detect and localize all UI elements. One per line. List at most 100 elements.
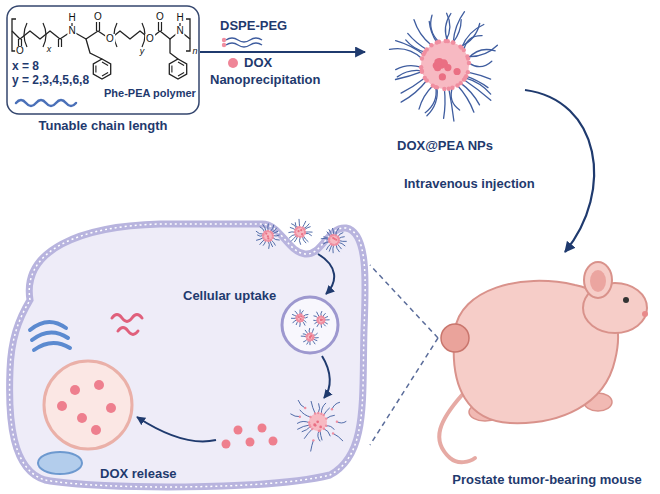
- lipid-head: [306, 338, 308, 340]
- peg-chain: [469, 61, 492, 66]
- benzyl-bond: [86, 39, 178, 59]
- nanoparticle: DOX@PEA NPs: [365, 2, 525, 164]
- lipid-head: [336, 420, 338, 422]
- pathway-arrows: [137, 254, 334, 441]
- arrow-connector: [200, 51, 365, 53]
- dox-dot: [70, 385, 80, 395]
- peg-chain: [337, 422, 346, 424]
- structure: [7, 6, 199, 114]
- micelle-core: [263, 231, 273, 241]
- edge-label: Nanoprecipitation: [208, 72, 323, 88]
- lipid-head: [304, 232, 306, 234]
- arrow-connector: [525, 90, 594, 252]
- lipid-head: [455, 83, 459, 87]
- peg-chain: [291, 414, 300, 417]
- lipid-head: [300, 314, 302, 316]
- peg-chain: [326, 426, 334, 430]
- peg-chain: [321, 238, 329, 239]
- lipid-head: [271, 233, 273, 235]
- phenyl-ring: [96, 62, 108, 76]
- lipid-head: [311, 339, 313, 341]
- peg-chain: [226, 38, 262, 42]
- nucleus: [44, 361, 132, 449]
- atom-label: O: [155, 12, 165, 22]
- micelle-core: [309, 413, 327, 431]
- lipid-head: [299, 236, 301, 238]
- endoplasmic-reticulum: [112, 315, 142, 335]
- peg-chain: [299, 219, 301, 227]
- peg-chain: [458, 86, 474, 113]
- parenthesis: [24, 23, 145, 47]
- lipid-head: [303, 228, 305, 230]
- peg-chain: [425, 87, 436, 113]
- dox-dot: [246, 438, 255, 447]
- peg-chain: [408, 33, 427, 49]
- atom-label: O: [105, 34, 115, 44]
- micelle-core: [295, 227, 305, 237]
- lipid-head: [322, 414, 324, 416]
- mouse: Prostate tumor-bearing mouse: [438, 252, 656, 490]
- lipid-head: [312, 334, 314, 336]
- peg-chain: [461, 83, 480, 105]
- peg-chain: [297, 421, 309, 423]
- atom-label: O: [15, 46, 25, 56]
- lipid-head: [466, 56, 470, 60]
- membrane-bilayer: [10, 224, 366, 487]
- dox-dot: [434, 59, 441, 66]
- cell-drawing: [2, 215, 370, 493]
- lipid-head: [262, 237, 264, 239]
- lipid-head: [301, 320, 303, 322]
- mouse-drawing: [438, 252, 656, 490]
- dox-dot: [316, 420, 319, 423]
- lipid-head: [265, 230, 267, 232]
- reagent-label: DSPE-PEG: [218, 18, 289, 34]
- lipid-head: [450, 86, 454, 90]
- peg-chain: [401, 78, 425, 93]
- peg-chain: [396, 41, 424, 55]
- mouse-nose: [642, 311, 648, 317]
- peg-chain: [226, 43, 262, 47]
- lipid-head: [462, 48, 466, 52]
- atom-label: H: [175, 13, 184, 23]
- peg-chain: [449, 89, 454, 121]
- peg-chain: [397, 70, 421, 76]
- lipid-head: [325, 417, 327, 419]
- chain-wave: [16, 100, 76, 106]
- lipid-head: [332, 234, 334, 236]
- lipid-head: [262, 233, 264, 235]
- lipid-head: [423, 76, 427, 80]
- reagent-label: DOX: [242, 55, 274, 71]
- lipid-head: [420, 56, 424, 60]
- cell-membrane: [10, 224, 366, 487]
- lipid-head: [335, 234, 337, 236]
- peg-chain: [311, 401, 315, 413]
- peg-chain: [302, 427, 310, 432]
- atom-label: N: [67, 26, 76, 36]
- peg-chain: [298, 425, 310, 429]
- phenyl-ring: [93, 59, 110, 79]
- rounded-box: [7, 6, 199, 114]
- peg-chain: [300, 410, 311, 417]
- lipid-head: [442, 87, 446, 91]
- atom-label: N: [175, 26, 184, 36]
- lipid-head: [338, 237, 340, 239]
- lipid-head: [451, 40, 455, 44]
- peg-chain: [396, 66, 421, 70]
- micelle: [390, 12, 498, 121]
- dox-dot: [313, 423, 316, 426]
- node-text: Phe-PEA polymer: [104, 87, 196, 100]
- phenyl-ring: [169, 59, 186, 79]
- escape-arrow: [322, 356, 330, 398]
- double-bond: [19, 22, 181, 47]
- lipid-head: [308, 424, 310, 426]
- lipid-head: [302, 315, 304, 317]
- subscript-label: x: [46, 45, 53, 54]
- lipid-head: [267, 240, 269, 242]
- lipid-head: [314, 412, 316, 414]
- dox-dot: [320, 319, 322, 321]
- lipid-head: [297, 314, 299, 316]
- atom-label: O: [93, 12, 103, 22]
- node-text: Cellular uptake: [183, 288, 276, 304]
- peg-chain: [333, 433, 343, 440]
